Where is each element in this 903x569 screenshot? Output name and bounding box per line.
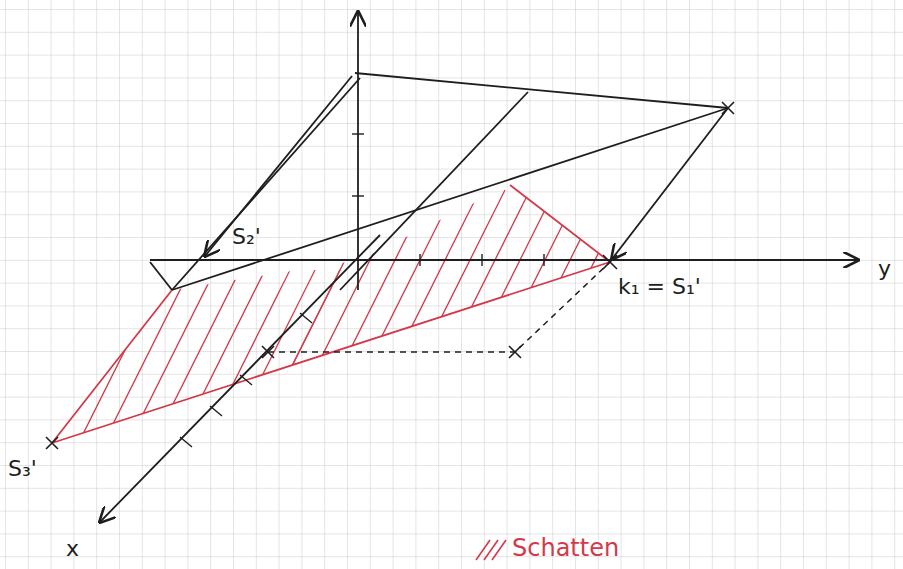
point-label: S₃' (8, 458, 37, 480)
point-label: S₂' (232, 226, 261, 248)
object-lines (150, 73, 728, 290)
construction-dashed (268, 262, 610, 352)
axes (100, 12, 858, 522)
shadow-hatch (40, 190, 630, 470)
axis-ticks (180, 134, 544, 447)
axis-label: x (66, 538, 79, 560)
legend-hatch-sample (476, 540, 506, 560)
point-marks (46, 102, 734, 449)
axis-label: y (878, 258, 891, 280)
point-label: k₁ = S₁' (618, 276, 701, 298)
shadow-outline (52, 185, 610, 443)
legend-text: Schatten (512, 536, 619, 560)
